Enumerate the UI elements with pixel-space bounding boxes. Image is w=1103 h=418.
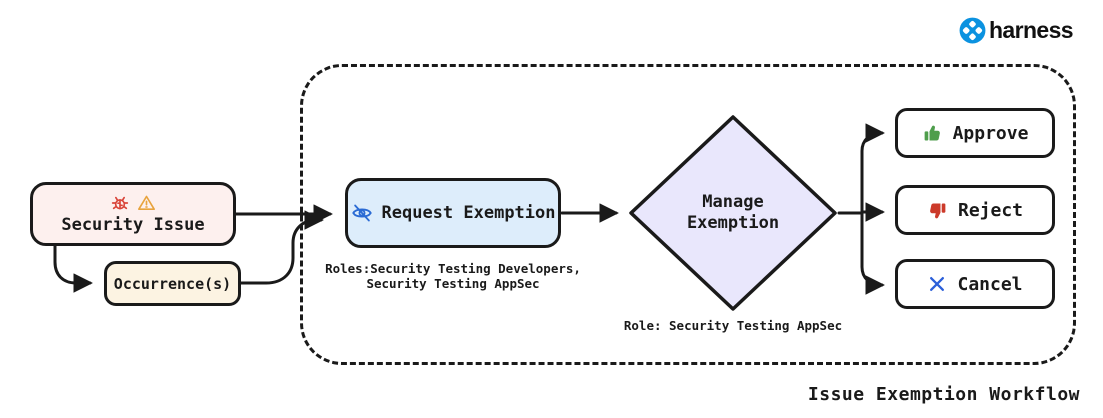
warning-triangle-icon bbox=[137, 195, 155, 210]
edge-security-to-occurrences bbox=[53, 244, 93, 293]
approve-node: Approve bbox=[895, 108, 1055, 158]
request-exemption-node: Request Exemption bbox=[345, 178, 561, 248]
cancel-node: Cancel bbox=[895, 259, 1055, 309]
security-issue-label: Security Issue bbox=[61, 215, 205, 235]
eye-slash-icon bbox=[351, 204, 372, 222]
x-icon bbox=[930, 277, 945, 291]
thumbs-up-icon bbox=[924, 125, 940, 140]
occurrences-label: Occurrence(s) bbox=[113, 274, 232, 293]
manage-exemption-node: Manage Exemption bbox=[653, 192, 813, 235]
brand-name: harness bbox=[988, 17, 1074, 43]
thumbs-down-icon bbox=[930, 203, 946, 218]
request-exemption-roles-note: Roles:Security Testing Developers, Secur… bbox=[323, 261, 583, 292]
request-exemption-label: Request Exemption bbox=[381, 203, 556, 223]
security-issue-node: Security Issue bbox=[30, 182, 236, 246]
manage-exemption-label-line2: Exemption bbox=[686, 213, 780, 234]
workflow-title: Issue Exemption Workflow bbox=[807, 384, 1080, 405]
manage-exemption-diamond bbox=[629, 115, 837, 311]
occurrences-node: Occurrence(s) bbox=[104, 261, 241, 306]
edge-branch-to-cancel bbox=[860, 212, 885, 295]
edge-occurrences-to-request bbox=[239, 210, 324, 285]
reject-label: Reject bbox=[957, 199, 1024, 221]
reject-node: Reject bbox=[895, 185, 1055, 235]
approve-label: Approve bbox=[952, 122, 1029, 144]
edge-branch-to-approve bbox=[860, 123, 885, 215]
harness-logo-icon bbox=[959, 17, 986, 44]
roles-note-line2: Security Testing AppSec bbox=[366, 276, 540, 292]
manage-exemption-role-note: Role: Security Testing AppSec bbox=[623, 318, 843, 333]
manage-exemption-label-line1: Manage bbox=[702, 192, 764, 212]
security-issue-icons bbox=[110, 193, 157, 213]
roles-note-line1: Roles:Security Testing Developers, bbox=[325, 261, 581, 276]
bug-icon bbox=[111, 196, 128, 210]
brand-logo: harness bbox=[959, 17, 1074, 44]
cancel-label: Cancel bbox=[957, 273, 1023, 295]
